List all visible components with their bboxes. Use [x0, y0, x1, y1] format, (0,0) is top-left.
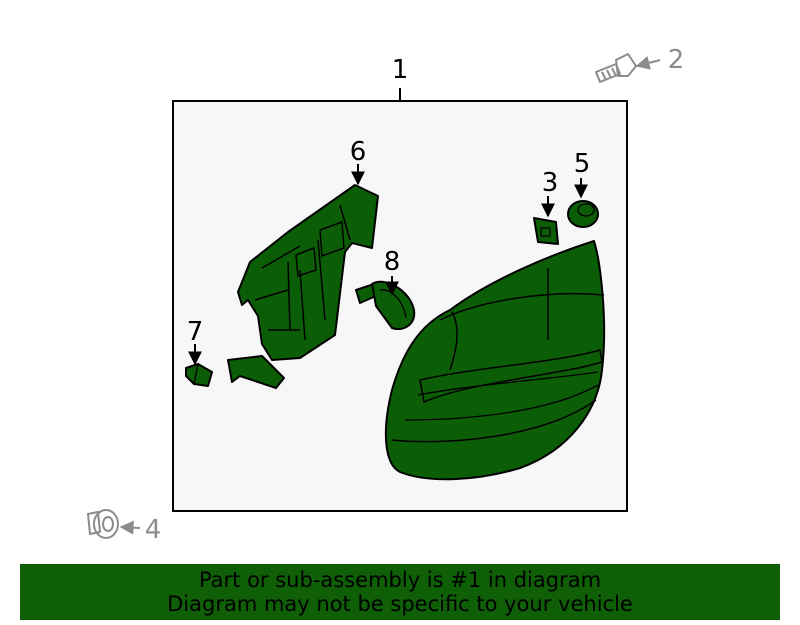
callout-2: 2	[668, 45, 685, 75]
screw-leader	[635, 56, 661, 70]
callout-4: 4	[145, 515, 162, 545]
callout-6: 6	[350, 137, 367, 167]
callout-7: 7	[187, 317, 204, 347]
callout-3: 3	[542, 168, 559, 198]
callout-5: 5	[574, 149, 591, 179]
callout-8: 8	[384, 247, 401, 277]
clip-leader	[119, 520, 141, 535]
grommet-part	[567, 200, 599, 228]
banner-line-1: Part or sub-assembly is #1 in diagram	[198, 568, 602, 592]
screw-part	[595, 53, 637, 83]
clip-part	[86, 509, 119, 539]
nut-part	[533, 217, 559, 245]
tail-lamp-lens	[384, 240, 606, 481]
parts-diagram: 1 6 8 7 3 5	[86, 45, 685, 545]
banner-line-2: Diagram may not be specific to your vehi…	[167, 592, 633, 616]
bracket-part	[227, 184, 379, 389]
callout-1: 1	[392, 55, 409, 85]
disclaimer-banner: Part or sub-assembly is #1 in diagram Di…	[20, 564, 780, 620]
